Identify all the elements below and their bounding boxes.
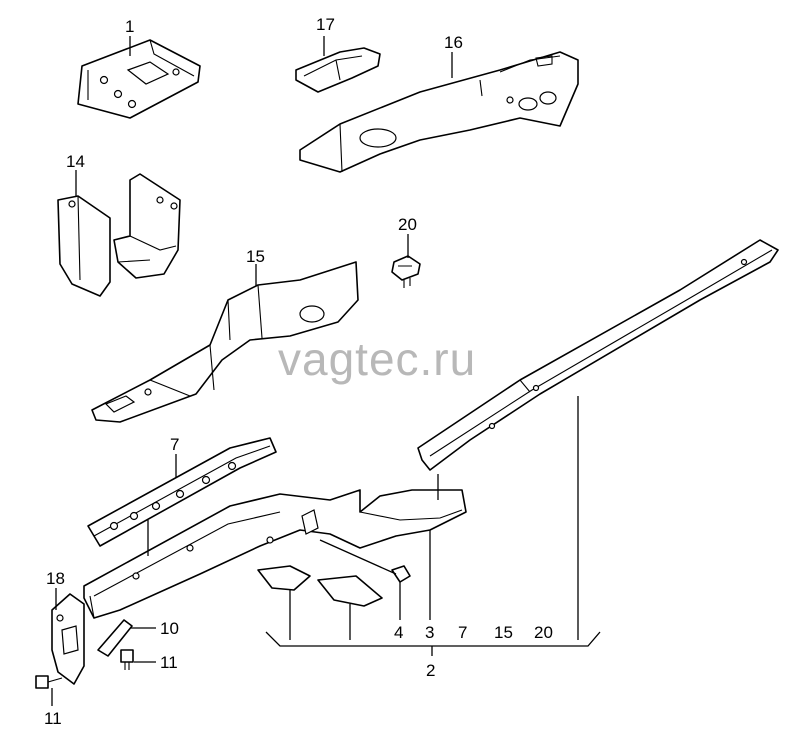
part-bracket-b (317, 575, 383, 607)
part-18-plate (51, 593, 85, 685)
label-1: 1 (125, 17, 134, 36)
label-14: 14 (66, 152, 85, 171)
part-10-bracket (97, 619, 133, 657)
label-10: 10 (160, 619, 179, 638)
label-7b: 7 (458, 623, 467, 642)
label-4: 4 (394, 623, 403, 642)
label-18: 18 (46, 569, 65, 588)
part-15-member (91, 261, 359, 423)
part-11-bolt-a (120, 649, 134, 670)
label-7a: 7 (170, 435, 179, 454)
label-2: 2 (426, 661, 435, 680)
part-11-bolt-b (35, 675, 63, 689)
part-bracket-a (257, 565, 311, 591)
part-14-bracket (57, 173, 181, 297)
label-20b: 20 (534, 623, 553, 642)
part-16-member (299, 51, 579, 173)
leader-3-dash (319, 539, 397, 575)
label-11a: 11 (160, 653, 178, 672)
label-3: 3 (425, 623, 434, 642)
label-15b: 15 (494, 623, 513, 642)
label-11b: 11 (44, 709, 62, 728)
part-17-bracket (295, 47, 381, 93)
label-15a: 15 (246, 247, 265, 266)
part-1-bracket (77, 39, 201, 119)
label-16: 16 (444, 33, 463, 52)
part-4-clip (391, 565, 411, 583)
part-20-clip (391, 255, 421, 288)
watermark: vagtec.ru (278, 333, 476, 385)
part-2-rail (417, 239, 779, 471)
group-bracket (265, 631, 601, 656)
label-20a: 20 (398, 215, 417, 234)
part-7-rail (87, 437, 277, 547)
label-17: 17 (316, 15, 335, 34)
